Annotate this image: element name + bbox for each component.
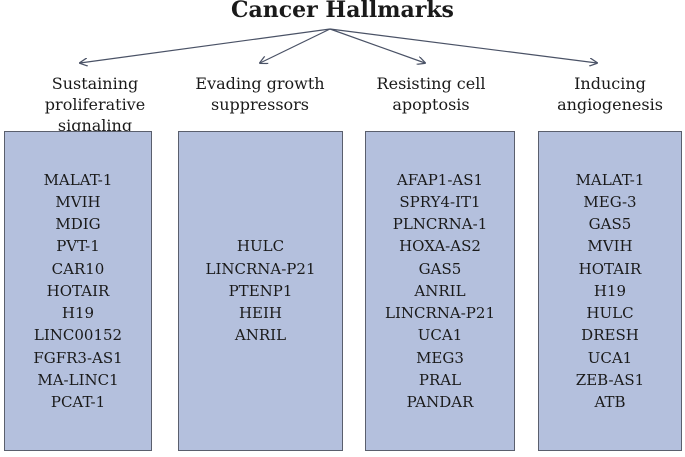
gene-item: MEG-3 xyxy=(583,193,637,212)
gene-item: MALAT-1 xyxy=(575,170,645,189)
gene-item: HOXA-AS2 xyxy=(399,237,481,256)
gene-item: PVT-1 xyxy=(56,237,100,256)
gene-item: H19 xyxy=(61,304,95,323)
gene-item: GAS5 xyxy=(418,259,462,278)
gene-item: PANDAR xyxy=(406,392,474,411)
diagram-title: Cancer Hallmarks xyxy=(231,0,454,23)
gene-item: ANRIL xyxy=(234,326,287,345)
gene-item: LINC00152 xyxy=(33,326,123,345)
gene-item: FGFR3-AS1 xyxy=(33,348,123,367)
gene-item: PLNCRNA-1 xyxy=(392,215,488,234)
gene-item: MALAT-1 xyxy=(43,170,113,189)
category-box-resisting-cell-apoptosis: AFAP1-AS1 SPRY4-IT1 PLNCRNA-1 HOXA-AS2 G… xyxy=(365,131,515,451)
heading-line: Inducing xyxy=(574,74,646,93)
gene-item: LINCRNA-P21 xyxy=(205,259,316,278)
gene-list: MALAT-1 MEG-3 GAS5 MVIH HOTAIR H19 HULC … xyxy=(576,169,645,413)
category-box-inducing-angiogenesis: MALAT-1 MEG-3 GAS5 MVIH HOTAIR H19 HULC … xyxy=(538,131,682,451)
gene-list: AFAP1-AS1 SPRY4-IT1 PLNCRNA-1 HOXA-AS2 G… xyxy=(385,169,495,413)
heading-line: suppressors xyxy=(210,95,310,114)
gene-item: HULC xyxy=(236,237,285,256)
category-heading-evading-growth-suppressors: Evading growth suppressors xyxy=(186,73,334,115)
heading-line: Resisting cell xyxy=(376,74,486,93)
category-heading-sustaining-proliferative-signaling: Sustaining proliferative signaling xyxy=(0,73,190,136)
heading-line: Evading growth xyxy=(195,74,325,93)
category-box-sustaining-proliferative-signaling: MALAT-1 MVIH MDIG PVT-1 CAR10 HOTAIR H19… xyxy=(4,131,152,451)
arrow-to-category-4 xyxy=(329,28,597,63)
gene-item: ATB xyxy=(594,392,626,411)
heading-line: apoptosis xyxy=(392,95,470,114)
gene-item: DRESH xyxy=(581,326,639,345)
heading-line: Sustaining proliferative xyxy=(44,74,146,114)
gene-item: PCAT-1 xyxy=(50,392,106,411)
arrow-to-category-1 xyxy=(80,28,331,63)
gene-item: H19 xyxy=(593,281,627,300)
heading-line: signaling xyxy=(57,116,133,135)
gene-item: HULC xyxy=(586,304,634,323)
gene-item: ANRIL xyxy=(414,281,466,300)
gene-item: UCA1 xyxy=(417,326,463,345)
gene-item: GAS5 xyxy=(588,215,632,234)
gene-item: MEG3 xyxy=(416,348,464,367)
gene-item: ZEB-AS1 xyxy=(575,370,645,389)
gene-item: PRAL xyxy=(418,370,462,389)
gene-item: MDIG xyxy=(55,215,101,234)
gene-item: UCA1 xyxy=(587,348,633,367)
heading-line: angiogenesis xyxy=(557,95,663,114)
gene-item: MVIH xyxy=(587,237,633,256)
gene-item: LINCRNA-P21 xyxy=(385,304,495,323)
gene-item: PTENP1 xyxy=(228,281,293,300)
gene-item: HEIH xyxy=(238,304,283,323)
arrow-to-category-3 xyxy=(329,28,425,63)
gene-item: MVIH xyxy=(55,193,101,212)
gene-item: HOTAIR xyxy=(46,281,110,300)
category-heading-resisting-cell-apoptosis: Resisting cell apoptosis xyxy=(356,73,506,115)
gene-item: HOTAIR xyxy=(578,259,642,278)
gene-list: MALAT-1 MVIH MDIG PVT-1 CAR10 HOTAIR H19… xyxy=(33,169,122,413)
gene-item: MA-LINC1 xyxy=(37,370,119,389)
category-heading-inducing-angiogenesis: Inducing angiogenesis xyxy=(540,73,680,115)
gene-item: SPRY4-IT1 xyxy=(399,193,481,212)
category-box-evading-growth-suppressors: HULC LINCRNA-P21 PTENP1 HEIH ANRIL xyxy=(178,131,343,451)
gene-item: AFAP1-AS1 xyxy=(396,170,484,189)
gene-item: CAR10 xyxy=(51,259,105,278)
arrow-to-category-2 xyxy=(260,28,331,63)
gene-list: HULC LINCRNA-P21 PTENP1 HEIH ANRIL xyxy=(206,235,316,346)
